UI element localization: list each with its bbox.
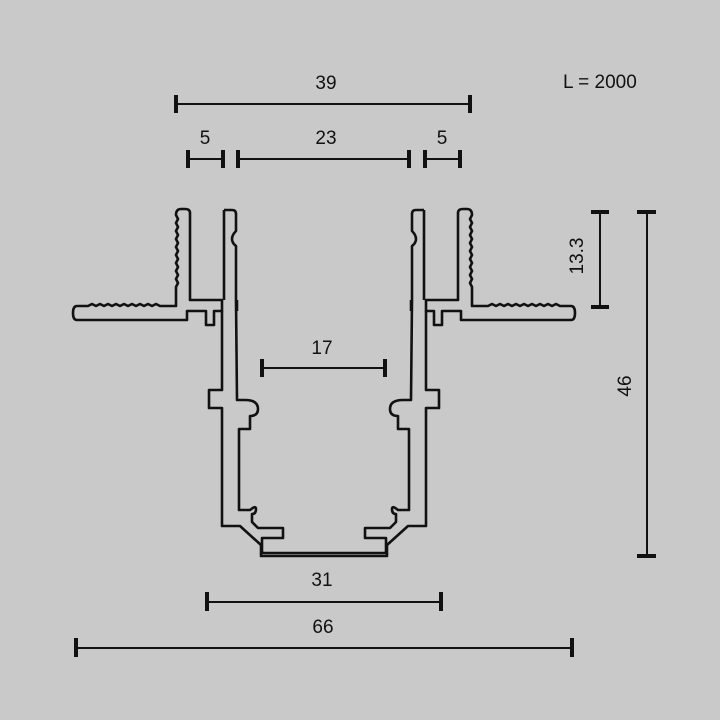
dim-label-23: 23 xyxy=(315,128,337,149)
dim-label-66: 66 xyxy=(312,617,334,638)
dimension-39 xyxy=(174,95,472,113)
dim-label-5-right: 5 xyxy=(436,128,448,149)
dimension-31 xyxy=(205,592,443,611)
profile-right xyxy=(324,207,577,558)
dim-label-5-left: 5 xyxy=(199,128,211,149)
dim-label-39: 39 xyxy=(315,73,337,94)
dim-label-31: 31 xyxy=(311,570,333,591)
dimension-66 xyxy=(74,638,574,657)
length-label: L = 2000 xyxy=(563,72,637,93)
profile-left xyxy=(71,207,324,558)
dimension-13-3 xyxy=(591,210,609,309)
dimension-46 xyxy=(637,210,656,558)
dimension-5-left xyxy=(186,150,225,168)
dimension-5-right xyxy=(423,150,462,168)
dimension-17 xyxy=(260,359,387,377)
dimension-23 xyxy=(236,150,411,168)
dim-label-17: 17 xyxy=(311,338,333,359)
dim-label-13-3: 13.3 xyxy=(567,237,588,275)
dim-label-46: 46 xyxy=(615,375,636,397)
